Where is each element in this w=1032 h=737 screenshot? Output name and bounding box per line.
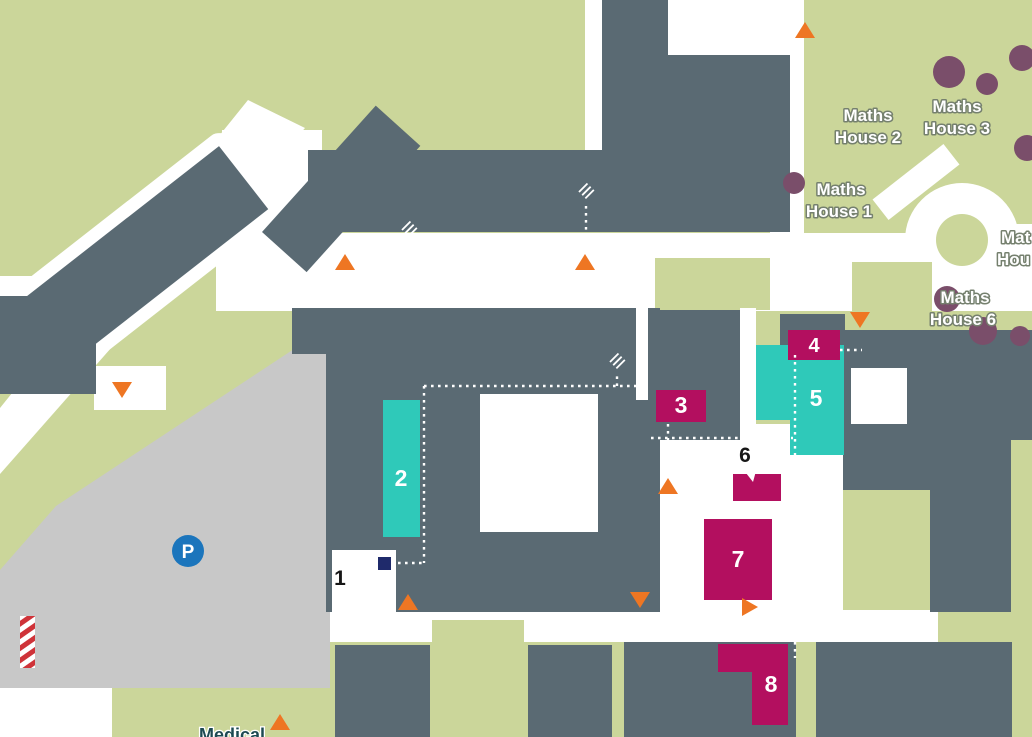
stairs-icon xyxy=(401,220,418,238)
path-left-mid xyxy=(94,366,166,410)
building-top-bar xyxy=(308,150,668,232)
road-bottom-left xyxy=(0,688,112,737)
tree-icon xyxy=(1009,45,1032,71)
highlight-building-5[interactable] xyxy=(756,345,844,455)
parking-icon[interactable] xyxy=(172,535,204,567)
location-1-arrow xyxy=(351,565,369,577)
maths-house-partial-label-line2: Hou xyxy=(997,250,1030,269)
building-1-number[interactable]: 1 xyxy=(333,566,348,592)
location-6-arrowhead xyxy=(746,471,756,482)
maths-house-6-label-line1: Maths xyxy=(940,288,989,307)
courtyard-hole xyxy=(480,394,598,532)
highlight-building-8[interactable] xyxy=(718,644,788,725)
green-patch-center-top xyxy=(655,258,770,310)
maths-house-1-label-line1: Maths xyxy=(816,180,865,199)
building-7-number[interactable]: 7 xyxy=(732,546,745,572)
building-bottom-a xyxy=(335,645,430,737)
roundabout-spur-upleft xyxy=(872,144,960,220)
tree-icon xyxy=(976,73,998,95)
building-bottom-b xyxy=(528,645,612,737)
maths-house-6-label-line2: House 6 xyxy=(930,310,996,329)
building-5-number[interactable]: 5 xyxy=(810,385,823,411)
roundabout-island xyxy=(936,214,988,266)
routes-layer xyxy=(348,182,862,658)
entrance-marker-up-icon xyxy=(398,594,418,610)
stairs-icon xyxy=(791,539,808,557)
building-2-number[interactable]: 2 xyxy=(395,465,408,491)
parking-label: P xyxy=(182,542,195,563)
tree-icon xyxy=(783,172,805,194)
labels-layer: 1 2 3 4 5 6 7 8 Maths House 1 Maths Hous… xyxy=(198,96,1032,737)
gap-block3-block5 xyxy=(740,308,756,440)
east-building-hole xyxy=(851,368,907,424)
maths-house-1-label-line2: House 1 xyxy=(806,202,872,221)
tree-icon xyxy=(1014,135,1032,161)
building-top-tower xyxy=(602,0,668,152)
highlight-building-3[interactable] xyxy=(656,390,706,422)
entrance-marker-down-icon xyxy=(630,592,650,608)
entrance-marker-down-icon xyxy=(850,312,870,328)
location-1-square[interactable] xyxy=(378,557,391,570)
tree-icon xyxy=(933,56,965,88)
stairs-icon xyxy=(609,352,626,370)
path-gap-top xyxy=(585,0,602,152)
building-southeast xyxy=(930,490,1011,612)
entrance-marker-up-icon xyxy=(575,254,595,270)
road-lower xyxy=(330,610,938,642)
route-topleft xyxy=(348,235,399,246)
building-left-edge xyxy=(0,296,96,394)
tree-icon xyxy=(934,286,960,312)
maths-house-2-label-line1: Maths xyxy=(843,106,892,125)
highlight-buildings-layer xyxy=(383,330,844,725)
paved-plaza xyxy=(0,320,338,688)
markers-layer: P xyxy=(20,22,870,730)
maths-house-partial-label-line1: Mat xyxy=(1001,228,1031,247)
tree-icon xyxy=(969,317,997,345)
path-top-center xyxy=(668,0,770,55)
maths-house-3-label-line1: Maths xyxy=(932,97,981,116)
building-central-step xyxy=(292,308,332,354)
building-3-number[interactable]: 3 xyxy=(675,392,688,418)
trees-layer xyxy=(783,45,1032,346)
green-patch-bottom xyxy=(432,620,524,737)
highlight-building-6[interactable] xyxy=(733,474,781,501)
entrance-marker-up-icon xyxy=(270,714,290,730)
highlight-building-2[interactable] xyxy=(383,400,420,537)
entrance-marker-up-icon xyxy=(335,254,355,270)
barrier-pole-icon xyxy=(20,616,35,668)
building-bottom-d xyxy=(816,642,1012,737)
highlight-building-7[interactable] xyxy=(704,519,772,600)
building-4-number[interactable]: 4 xyxy=(808,335,820,357)
building-top-right-block xyxy=(668,55,790,232)
building-6-number[interactable]: 6 xyxy=(738,443,753,469)
tree-icon xyxy=(1010,326,1030,346)
medical-label: Medical xyxy=(199,725,265,737)
roundabout-spur-right xyxy=(1010,224,1032,256)
building-8-number[interactable]: 8 xyxy=(765,671,778,697)
entrance-marker-down-icon xyxy=(112,382,132,398)
entrance-marker-up-icon xyxy=(795,22,815,38)
location-1-arrowhead xyxy=(365,561,378,574)
maths-house-3-label-line2: House 3 xyxy=(924,119,990,138)
green-patch-medical xyxy=(112,690,340,737)
maths-house-2-label-line2: House 2 xyxy=(835,128,901,147)
gap-central-block3 xyxy=(636,308,648,400)
entrance-marker-right-icon xyxy=(742,598,758,616)
entrance-marker-up-icon xyxy=(658,478,678,494)
highlight-building-4[interactable] xyxy=(788,330,840,360)
stairs-icon xyxy=(578,182,595,200)
